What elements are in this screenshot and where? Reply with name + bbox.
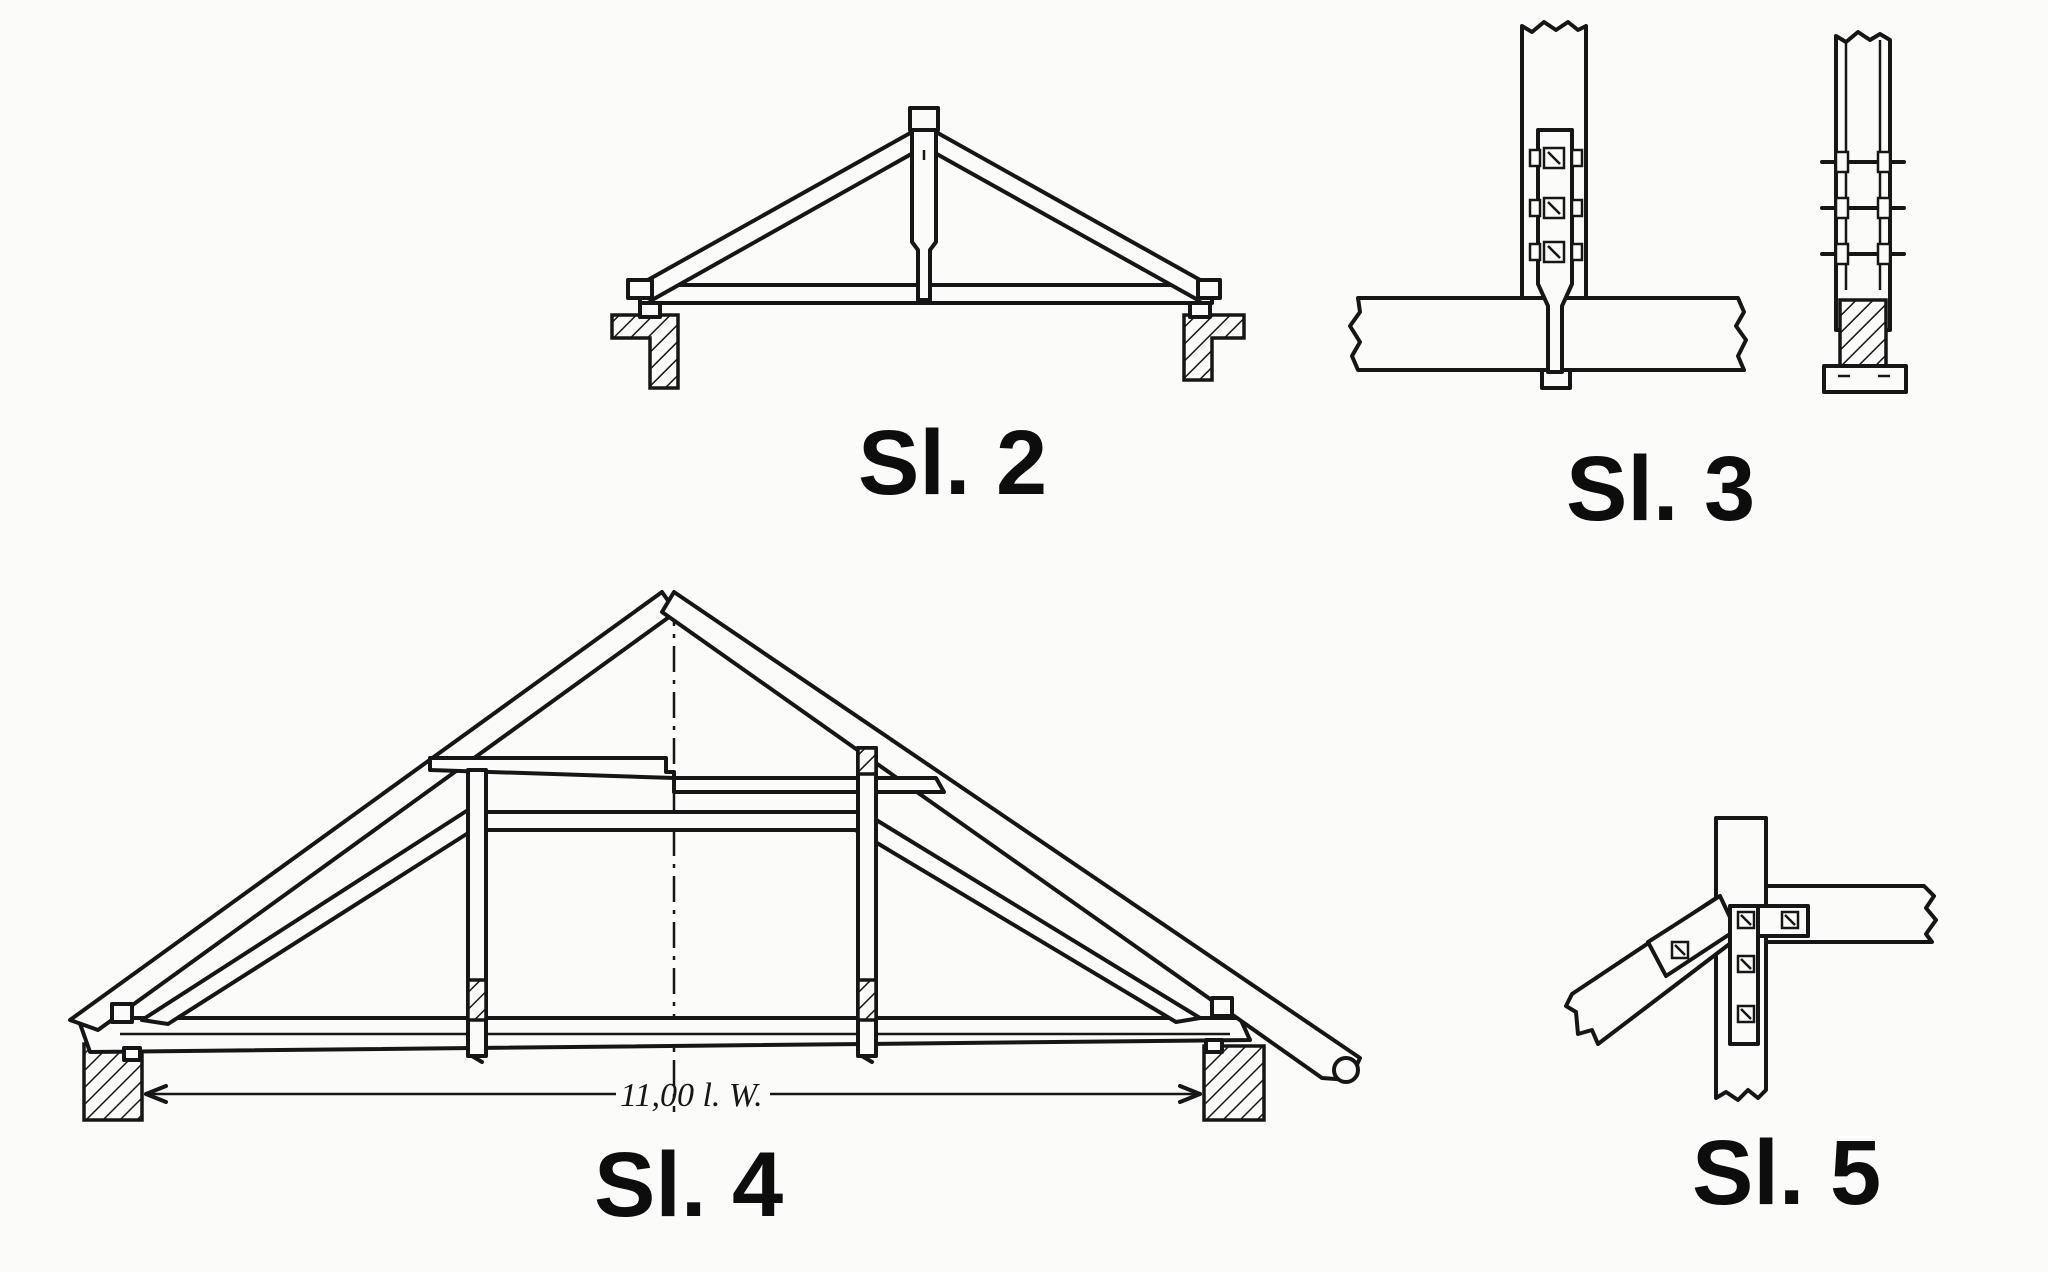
sl2-king-post: [910, 106, 938, 302]
sl4-rafter-tail: [1332, 1056, 1360, 1084]
figure-sl3-joint-detail: [1348, 20, 1908, 394]
sl2-right-pad: [1196, 278, 1222, 300]
figure-sl2-truss: [610, 106, 1246, 390]
sl2-left-rafter: [628, 130, 924, 302]
sl4-right-post-foot: [856, 978, 878, 1022]
sl3-bolts: [1528, 146, 1584, 264]
sl2-right-rafter: [924, 130, 1220, 302]
figure-label-sl3: Sl. 3: [1566, 438, 1755, 540]
sl2-post-cap: [908, 106, 940, 132]
sl4-span-label: 11,00 l. W.: [620, 1077, 763, 1114]
sl4-left-bearing: [110, 1002, 134, 1024]
sl4-left-post-bolt: [470, 1054, 484, 1064]
sl3-bottom-nut: [1540, 370, 1572, 390]
sl3-side-bolts: [1820, 150, 1906, 266]
figure-label-sl5: Sl. 5: [1692, 1122, 1881, 1224]
sl4-right-bearing: [1210, 996, 1234, 1018]
figure-label-sl4: Sl. 4: [594, 1134, 783, 1236]
sl4-left-strut: [140, 808, 478, 1026]
sl2-left-pad: [626, 278, 654, 300]
sl3-side-beam-section: [1838, 298, 1888, 368]
sl4-dimension: 11,00 l. W.: [144, 1077, 1202, 1114]
sl4-left-wall-block: [122, 1046, 142, 1062]
sl4-right-rafter: [660, 590, 1362, 1082]
sl2-right-wall: [1182, 313, 1246, 382]
sl3-side-post: [1834, 30, 1892, 332]
figure-label-sl2: Sl. 2: [858, 412, 1047, 514]
sl4-left-post-foot: [466, 978, 488, 1022]
sl4-right-wall: [1202, 1044, 1266, 1122]
sl2-left-wall: [610, 313, 680, 390]
sl3-base-plate: [1822, 364, 1908, 394]
sl4-right-wall-block: [1204, 1038, 1224, 1054]
figure-sl4-roof-truss: 11,00 l. W.: [68, 590, 1362, 1122]
sl2-right-block: [1188, 301, 1212, 319]
sl5-bolts: [1670, 910, 1800, 1024]
sl4-right-post-bolt: [860, 1054, 874, 1064]
figure-sl5-node-detail: [1564, 816, 1938, 1102]
sl4-upper-collar: [428, 756, 946, 794]
sl4-right-post-cap: [856, 746, 878, 776]
sl4-lower-collar: [478, 810, 866, 832]
sl2-left-block: [638, 301, 662, 319]
